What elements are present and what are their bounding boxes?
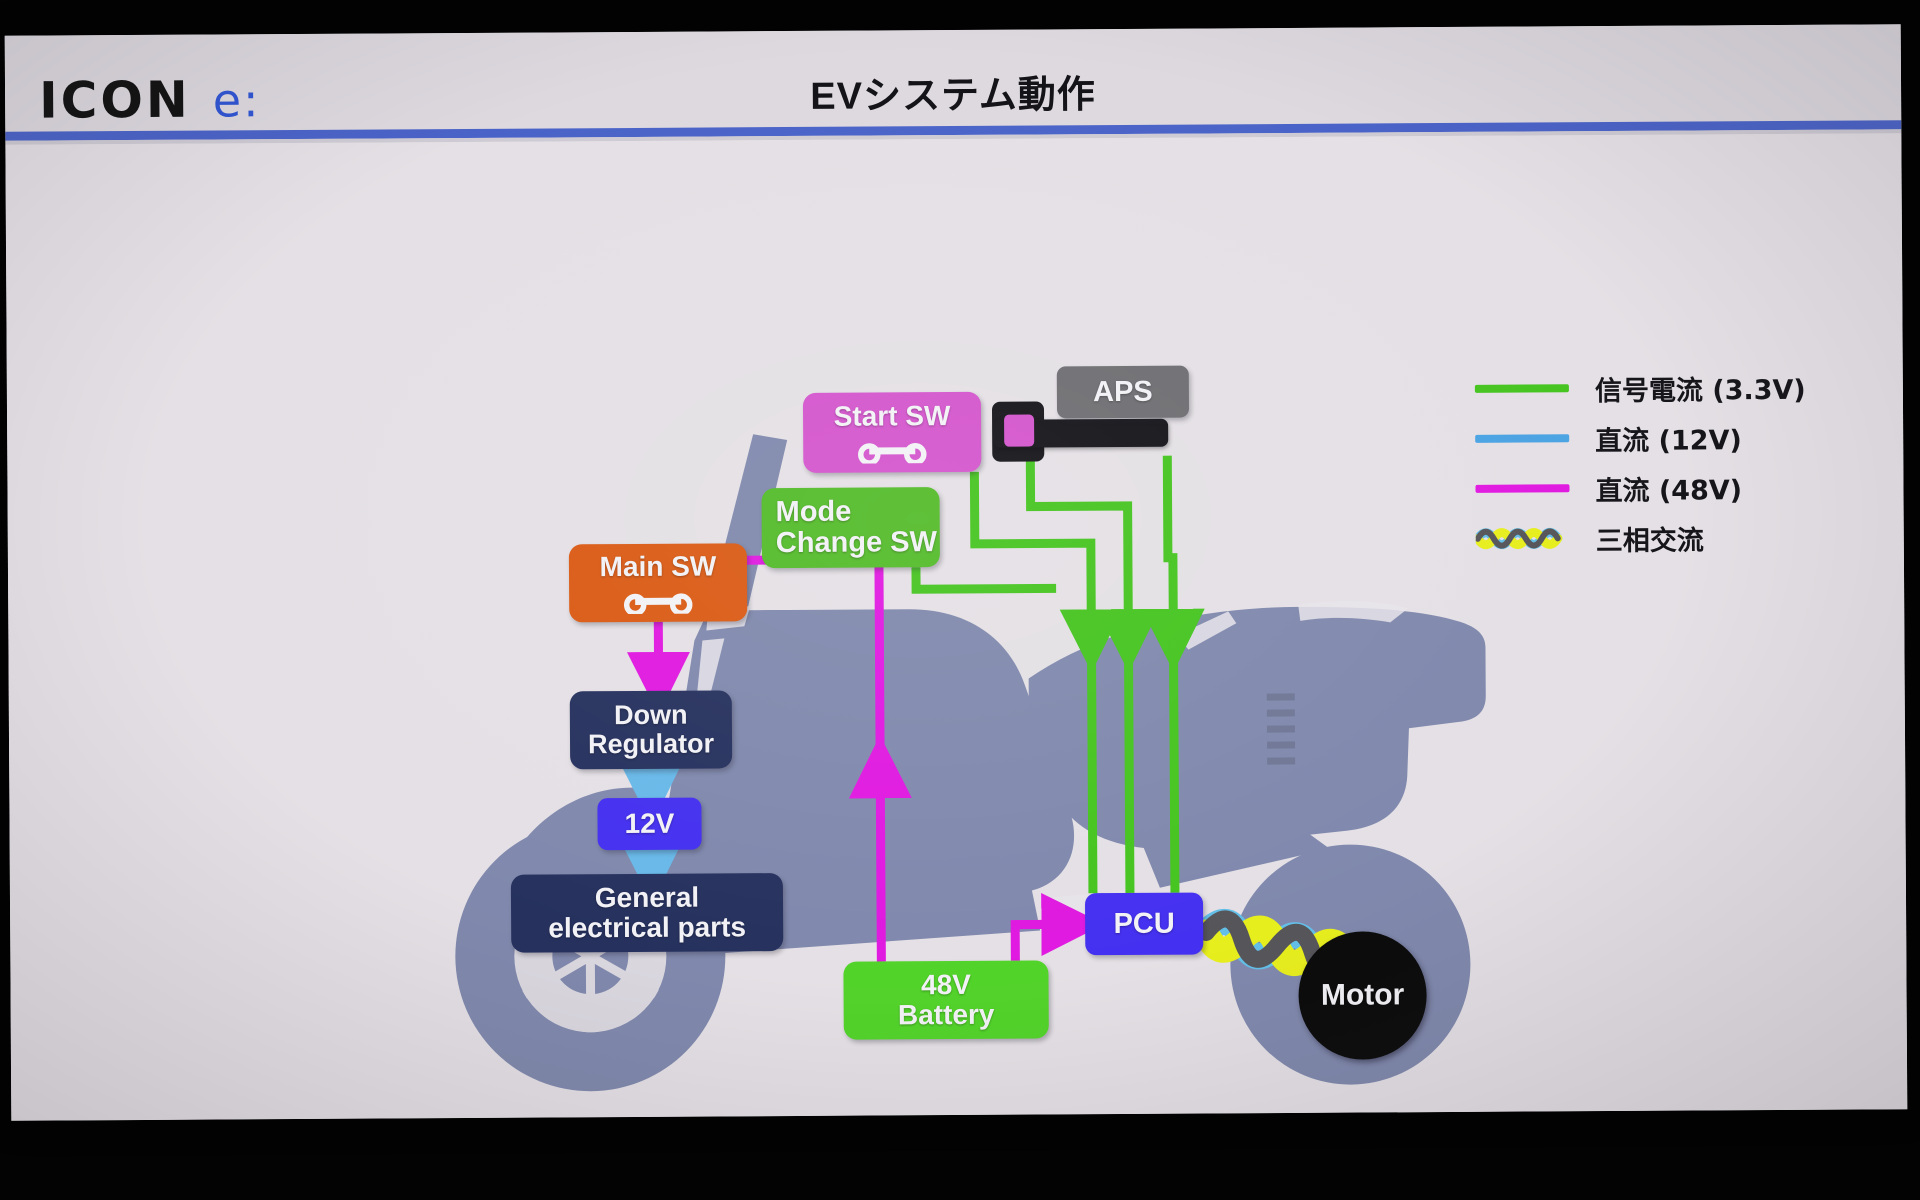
node-mode-change-sw-label-line2: Change SW [775, 526, 938, 560]
node-down-regulator-label-line2: Regulator [587, 728, 715, 760]
node-main-sw[interactable]: Main SW [568, 543, 748, 623]
legend-swatch-dc-48v [1475, 484, 1570, 493]
node-mode-change-sw[interactable]: Mode Change SW [761, 487, 940, 569]
presentation-slide: ICON e: EVシステム動作 [4, 24, 1908, 1121]
switch-icon [858, 442, 927, 464]
legend-item-three-phase-ac: 三相交流 [1473, 511, 1876, 563]
legend-item-signal-current: 信号電流 (3.3V) [1474, 361, 1875, 413]
legend-label-three-phase-ac: 三相交流 [1595, 524, 1704, 557]
node-aps-label: APS [1092, 375, 1153, 408]
node-main-sw-label: Main SW [599, 550, 717, 583]
legend: 信号電流 (3.3V) 直流 (12V) 直流 (48V) [1473, 361, 1876, 563]
legend-swatch-dc-12v [1475, 434, 1570, 443]
legend-label-dc-48v: 直流 (48V) [1595, 474, 1743, 507]
three-phase-wave-icon [1473, 527, 1563, 550]
node-down-regulator-label-line1: Down [614, 700, 688, 731]
node-48v-battery-label-line2: Battery [897, 998, 995, 1031]
page-title: EVシステム動作 [810, 74, 1096, 118]
switch-icon [623, 593, 693, 614]
node-48v-battery-label-line1: 48V [921, 969, 972, 1001]
node-start-sw-label: Start SW [833, 400, 951, 432]
node-general-electrical-parts[interactable]: General electrical parts [510, 873, 784, 953]
legend-label-signal-current: 信号電流 (3.3V) [1594, 374, 1806, 407]
legend-item-dc-48v: 直流 (48V) [1475, 461, 1875, 513]
node-aps[interactable]: APS [1056, 365, 1190, 419]
node-12v[interactable]: 12V [597, 797, 702, 851]
legend-label-dc-12v: 直流 (12V) [1595, 424, 1742, 457]
diagram-canvas: Start SW APS Mode Change SW Main SW [5, 133, 1908, 1121]
node-start-sw[interactable]: Start SW [802, 391, 982, 473]
node-motor-label: Motor [1320, 978, 1405, 1012]
node-pcu[interactable]: PCU [1084, 892, 1204, 956]
node-mode-change-sw-label-line1: Mode [775, 495, 852, 529]
node-pcu-label: PCU [1113, 907, 1175, 940]
node-12v-label: 12V [624, 807, 675, 840]
throttle-indicator [1004, 414, 1035, 447]
node-48v-battery[interactable]: 48V Battery [843, 960, 1049, 1040]
legend-item-dc-12v: 直流 (12V) [1475, 411, 1875, 463]
legend-swatch-signal-current [1474, 384, 1569, 393]
node-down-regulator[interactable]: Down Regulator [569, 690, 733, 770]
legend-swatch-three-phase-ac [1473, 523, 1570, 554]
node-general-label-line1: General [594, 881, 700, 914]
node-motor[interactable]: Motor [1298, 931, 1427, 1060]
node-general-label-line2: electrical parts [548, 911, 747, 944]
